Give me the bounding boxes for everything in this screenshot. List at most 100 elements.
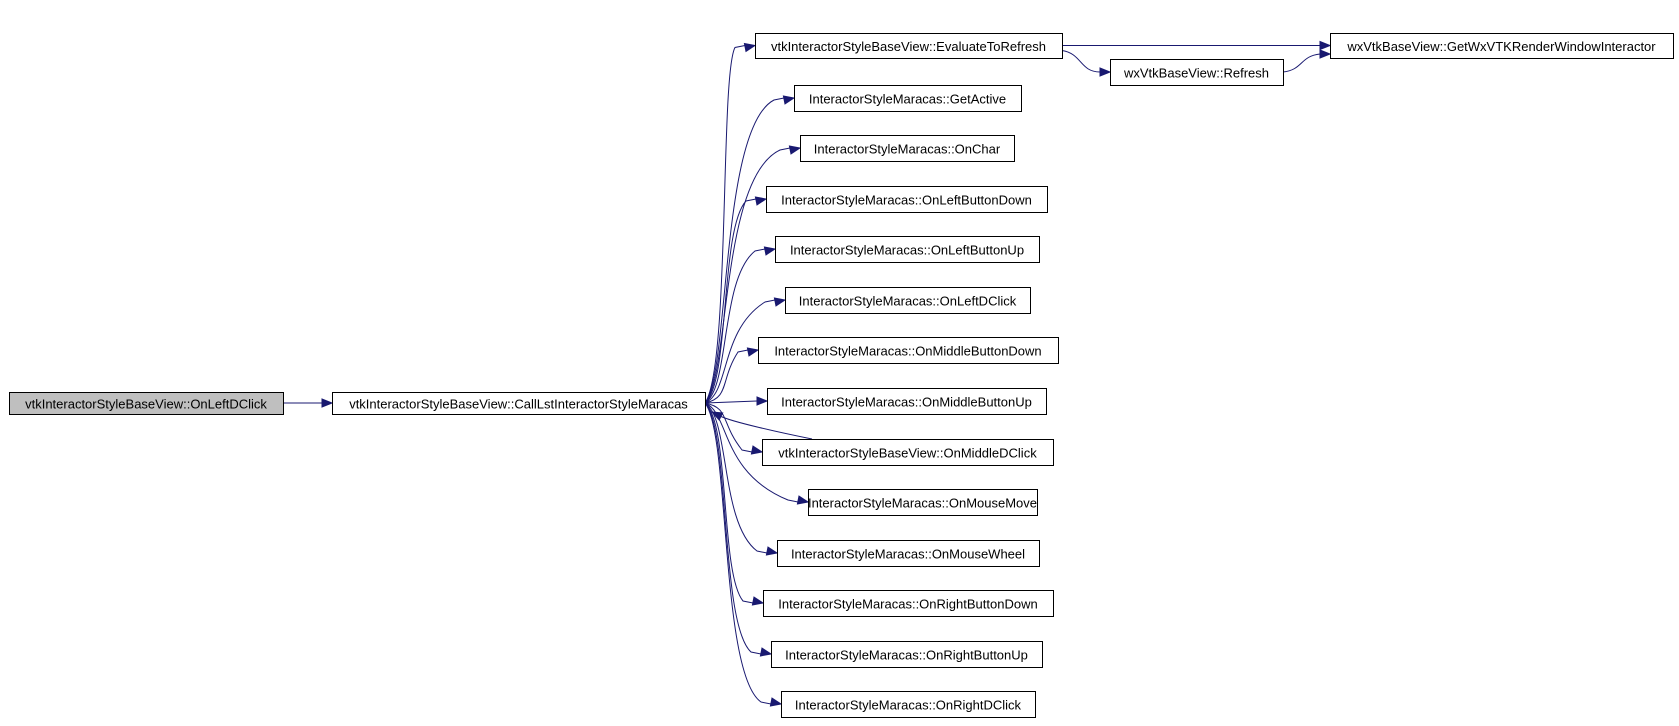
edge-arrowhead (754, 196, 768, 206)
edge-eval-to-refresh (1061, 50, 1112, 77)
edge-eval-to-getwx (1062, 40, 1332, 51)
edge-arrowhead (751, 596, 765, 606)
node-label: InteractorStyleMaracas::OnMouseMove (808, 496, 1037, 511)
edge-arrowhead (796, 495, 810, 505)
node-label: wxVtkBaseView::Refresh (1123, 66, 1269, 81)
node-label: InteractorStyleMaracas::OnChar (814, 142, 1001, 157)
node-box (771, 641, 1043, 668)
node-label: wxVtkBaseView::GetWxVTKRenderWindowInter… (1346, 39, 1656, 54)
node-getwx[interactable]: wxVtkBaseView::GetWxVTKRenderWindowInter… (1330, 33, 1674, 59)
node-mdc[interactable]: vtkInteractorStyleBaseView::OnMiddleDCli… (762, 439, 1054, 466)
node-rbd[interactable]: InteractorStyleMaracas::OnRightButtonDow… (763, 590, 1054, 617)
edge-line (704, 349, 749, 404)
node-label: InteractorStyleMaracas::OnRightButtonDow… (778, 597, 1037, 612)
node-box (800, 135, 1015, 162)
edge-arrowhead (756, 396, 769, 406)
node-box (1110, 59, 1284, 86)
edge-arrowhead (321, 398, 334, 408)
node-label: InteractorStyleMaracas::OnMiddleButtonUp (781, 395, 1032, 410)
node-label: vtkInteractorStyleBaseView::OnMiddleDCli… (778, 446, 1037, 461)
edge-call-to-mm (704, 402, 810, 505)
edge-mdc-to-call (710, 411, 813, 440)
edge-arrowhead (765, 546, 779, 556)
node-rbu[interactable]: InteractorStyleMaracas::OnRightButtonUp (771, 641, 1043, 668)
edge-arrowhead (746, 347, 760, 357)
node-mbu[interactable]: InteractorStyleMaracas::OnMiddleButtonUp (767, 388, 1047, 415)
edge-arrowhead (782, 95, 796, 105)
edge-call-to-lbd (704, 196, 768, 404)
node-label: vtkInteractorStyleBaseView::OnLeftDClick (25, 397, 267, 412)
node-root[interactable]: vtkInteractorStyleBaseView::OnLeftDClick (9, 392, 284, 415)
node-label: InteractorStyleMaracas::OnLeftButtonUp (790, 243, 1024, 258)
node-rdc[interactable]: InteractorStyleMaracas::OnRightDClick (781, 691, 1036, 718)
node-label: InteractorStyleMaracas::OnRightButtonUp (785, 648, 1028, 663)
edge-arrowhead (773, 297, 787, 307)
node-getactive[interactable]: InteractorStyleMaracas::GetActive (794, 85, 1022, 112)
node-lbu[interactable]: InteractorStyleMaracas::OnLeftButtonUp (775, 236, 1040, 263)
edge-arrowhead (788, 145, 802, 155)
node-label: InteractorStyleMaracas::OnMouseWheel (791, 547, 1025, 562)
edge-call-to-rdc (704, 402, 783, 707)
edge-call-to-onchar (704, 145, 802, 404)
edge-line (704, 402, 753, 453)
edge-line (1061, 50, 1101, 73)
node-ldc[interactable]: InteractorStyleMaracas::OnLeftDClick (785, 287, 1031, 314)
node-refresh[interactable]: wxVtkBaseView::Refresh (1110, 59, 1284, 86)
edge-arrowhead (743, 42, 757, 53)
edge-line (704, 248, 766, 404)
edge-line (704, 147, 791, 404)
edge-arrowhead (769, 697, 783, 707)
edge-call-to-ldc (704, 297, 787, 404)
edge-line (704, 402, 799, 503)
edge-line (704, 45, 746, 404)
nodes-layer: vtkInteractorStyleBaseView::OnLeftDClick… (9, 33, 1674, 718)
edge-arrowhead (763, 246, 777, 256)
node-lbd[interactable]: InteractorStyleMaracas::OnLeftButtonDown (766, 186, 1048, 213)
node-box (767, 388, 1047, 415)
node-box (808, 489, 1038, 516)
node-box (332, 392, 706, 415)
node-box (755, 33, 1063, 59)
node-box (1330, 33, 1674, 59)
edge-line (719, 415, 813, 440)
edge-call-to-getactive (704, 95, 796, 404)
edge-arrowhead (1319, 40, 1332, 51)
node-box (9, 392, 284, 415)
edge-line (704, 299, 776, 404)
edge-arrowhead (759, 647, 773, 657)
node-call[interactable]: vtkInteractorStyleBaseView::CallLstInter… (332, 392, 706, 415)
node-label: InteractorStyleMaracas::OnLeftButtonDown (781, 193, 1032, 208)
edge-arrowhead (710, 411, 724, 421)
node-box (781, 691, 1036, 718)
node-onchar[interactable]: InteractorStyleMaracas::OnChar (800, 135, 1015, 162)
node-label: InteractorStyleMaracas::OnLeftDClick (799, 294, 1017, 309)
node-eval[interactable]: vtkInteractorStyleBaseView::EvaluateToRe… (755, 33, 1063, 59)
edge-call-to-rbd (704, 402, 765, 606)
edge-call-to-mbd (704, 347, 760, 404)
node-box (777, 540, 1040, 567)
node-mm[interactable]: InteractorStyleMaracas::OnMouseMove (808, 489, 1038, 516)
node-label: InteractorStyleMaracas::OnMiddleButtonDo… (774, 344, 1041, 359)
node-mbd[interactable]: InteractorStyleMaracas::OnMiddleButtonDo… (758, 337, 1059, 364)
node-box (766, 186, 1048, 213)
edge-call-to-lbu (704, 246, 777, 404)
node-box (762, 439, 1054, 466)
node-mw[interactable]: InteractorStyleMaracas::OnMouseWheel (777, 540, 1040, 567)
edge-call-to-mbu (704, 396, 769, 406)
edge-call-to-eval (704, 42, 757, 404)
edge-refresh-to-getwx (1282, 49, 1332, 73)
node-box (763, 590, 1054, 617)
node-box (758, 337, 1059, 364)
node-label: vtkInteractorStyleBaseView::CallLstInter… (349, 397, 688, 412)
node-label: InteractorStyleMaracas::GetActive (809, 92, 1006, 107)
edge-line (704, 402, 762, 655)
edge-line (704, 97, 785, 404)
node-label: vtkInteractorStyleBaseView::EvaluateToRe… (771, 39, 1046, 54)
edge-line (1282, 53, 1321, 73)
edge-arrowhead (1319, 49, 1332, 59)
edge-arrowhead (1099, 67, 1112, 77)
edge-root-to-call (283, 398, 334, 408)
edge-line (704, 402, 772, 705)
node-box (775, 236, 1040, 263)
edges-layer (283, 40, 1332, 707)
